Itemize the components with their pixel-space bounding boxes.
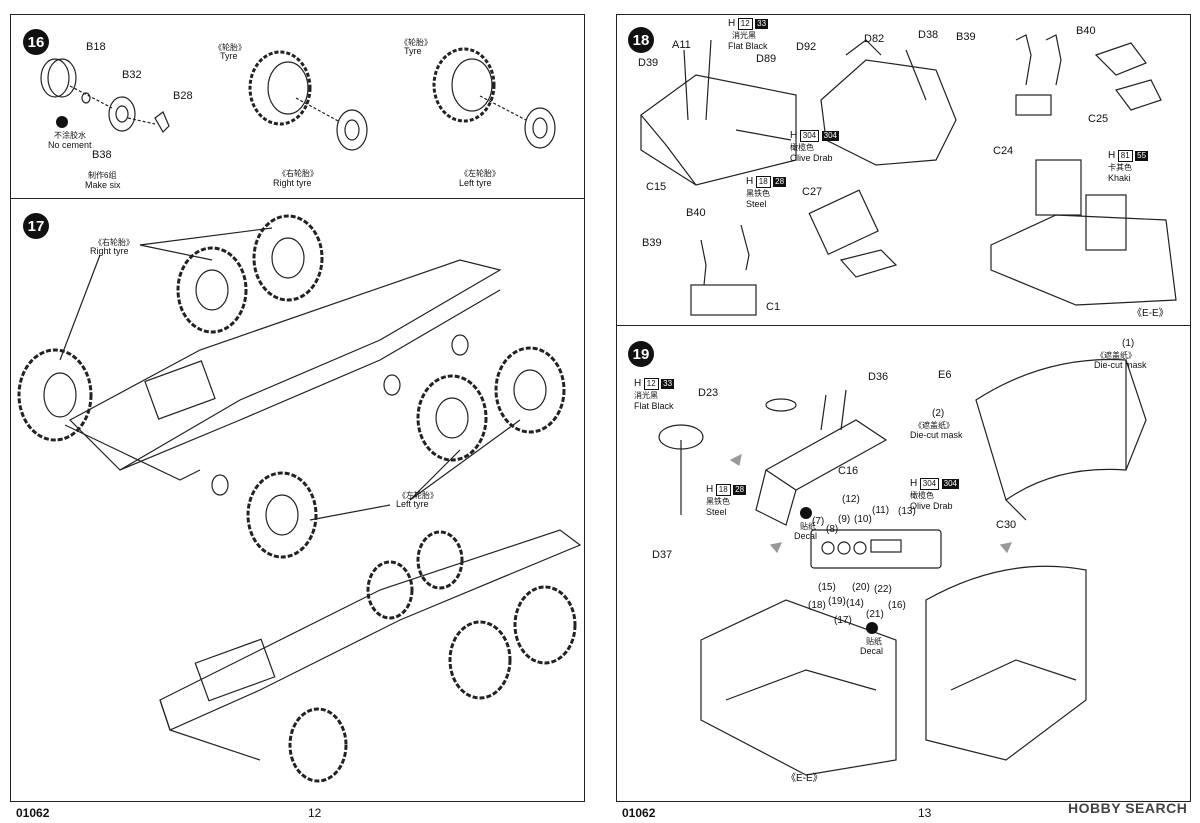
tyre1-cn: 《轮胎》 — [214, 43, 246, 52]
part-b39-second: B39 — [642, 237, 662, 249]
paint-khaki-18: H 81 55 卡其色 Khaki — [1108, 150, 1149, 183]
part-d36: D36 — [868, 371, 889, 383]
decal-10: (10) — [854, 514, 872, 525]
view-ee-18: 《E-E》 — [1132, 308, 1169, 319]
step19-box — [616, 325, 1191, 802]
decal-17: (17) — [834, 615, 852, 626]
hobby-search-watermark: HOBBY SEARCH — [1068, 800, 1188, 816]
part-c24: C24 — [993, 145, 1014, 157]
part-b28: B28 — [173, 90, 193, 102]
decal-21: (21) — [866, 609, 884, 620]
left-product-code: 01062 — [16, 806, 50, 820]
step19-number: 19 — [628, 341, 654, 367]
part-b40: B40 — [1076, 25, 1096, 37]
part-c25: C25 — [1088, 113, 1109, 125]
left-page: 16 17 — [0, 0, 592, 823]
right-tyre-en-17: Right tyre — [90, 246, 129, 256]
decal-icon-1 — [800, 507, 812, 519]
left-tyre-en-16: Left tyre — [459, 178, 492, 188]
decal-15: (15) — [818, 582, 836, 593]
tyre2-cn: 《轮胎》 — [400, 38, 432, 47]
right-page-drawing — [640, 34, 1177, 776]
left-tyre-cn-17: 《左轮胎》 — [398, 491, 438, 500]
decal-9: (9) — [838, 514, 851, 525]
part-c1: C1 — [766, 301, 781, 313]
tyre2-en: Tyre — [404, 46, 422, 56]
right-tyre-cn-16: 《右轮胎》 — [278, 169, 318, 178]
right-product-code: 01062 — [622, 806, 656, 820]
paint-steel-18: H 18 28 黑铁色 Steel — [746, 176, 787, 209]
paint-flat-black-19: H 12 33 消光黑 Flat Black — [634, 378, 675, 411]
right-tyre-en-16: Right tyre — [273, 178, 312, 188]
paint-flat-black-18: H 12 33 消光黑 Flat Black — [728, 18, 769, 51]
part-d37: D37 — [652, 549, 673, 561]
decal-7: (7) — [812, 516, 825, 527]
decal-14: (14) — [846, 598, 864, 609]
decal-13: (13) — [898, 506, 916, 517]
part-d92: D92 — [796, 41, 817, 53]
make-six-cn: 制作6组 — [88, 171, 117, 180]
step17-box — [10, 198, 585, 802]
view-ee-19: 《E-E》 — [786, 773, 823, 784]
step17-number: 17 — [23, 213, 49, 239]
part-b40-second: B40 — [686, 207, 706, 219]
part-b39: B39 — [956, 31, 976, 43]
decal-19: (19) — [828, 596, 846, 607]
part-d38: D38 — [918, 29, 939, 41]
part-c16: C16 — [838, 465, 859, 477]
part-c15: C15 — [646, 181, 667, 193]
part-b18: B18 — [86, 41, 106, 53]
part-d39: D39 — [638, 57, 659, 69]
part-d89: D89 — [756, 53, 777, 65]
part-e6: E6 — [938, 369, 952, 381]
decal-11: (11) — [872, 505, 890, 516]
right-tyre-cn-17: 《右轮胎》 — [94, 238, 134, 247]
paint-steel-19: H 18 28 黑铁色 Steel — [706, 484, 747, 517]
part-b38: B38 — [92, 149, 112, 161]
paint-olive-19: H 304 304 橄榄色 Olive Drab — [910, 478, 959, 511]
part-a11: A11 — [672, 39, 691, 51]
decal-22: (22) — [874, 584, 892, 595]
decal-18: (18) — [808, 600, 826, 611]
right-page-number: 13 — [918, 806, 932, 820]
paint-olive-18: H 304 304 橄榄色 Olive Drab — [790, 130, 839, 163]
make-six-en: Make six — [85, 180, 121, 190]
step16-number: 16 — [23, 29, 49, 55]
decal-20: (20) — [852, 582, 870, 593]
decal-12: (12) — [842, 494, 860, 505]
no-cement-icon — [56, 116, 68, 128]
decal-8: (8) — [826, 524, 839, 535]
part-b32: B32 — [122, 69, 142, 81]
left-page-drawing — [17, 47, 582, 783]
decal-icon-2 — [866, 622, 878, 634]
no-cement-en: No cement — [48, 140, 92, 150]
decal-16: (16) — [888, 600, 906, 611]
tyre1-en: Tyre — [220, 51, 238, 61]
part-c27: C27 — [802, 186, 823, 198]
part-d82: D82 — [864, 33, 885, 45]
part-d23: D23 — [698, 387, 719, 399]
right-page: 18 19 — [606, 0, 1200, 823]
left-tyre-cn-16: 《左轮胎》 — [460, 169, 500, 178]
part-c30: C30 — [996, 519, 1017, 531]
step18-number: 18 — [628, 27, 654, 53]
left-page-number: 12 — [308, 806, 322, 820]
no-cement-cn: 不涂胶水 — [54, 131, 86, 140]
left-tyre-en-17: Left tyre — [396, 499, 429, 509]
